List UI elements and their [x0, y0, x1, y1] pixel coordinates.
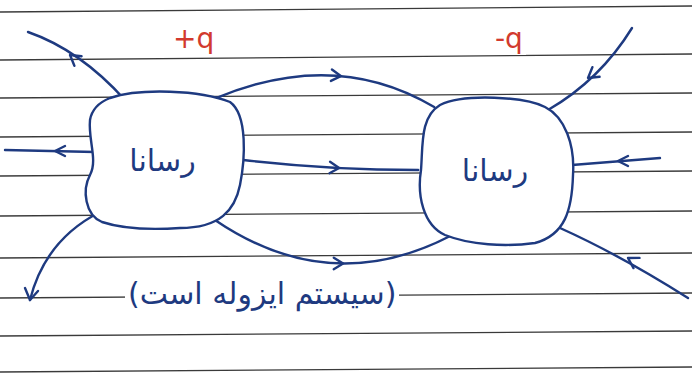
field-line — [215, 220, 450, 263]
conductor-blob: رسانا — [80, 90, 245, 230]
arrow-head — [331, 69, 341, 80]
charge-label: -q — [492, 22, 526, 55]
arrow-head — [334, 258, 343, 269]
arrow-head — [329, 162, 339, 173]
field-line — [215, 75, 434, 107]
charge-label: +q — [170, 22, 217, 55]
conductor-blob: رسانا — [415, 95, 575, 245]
node-text: رسانا — [129, 143, 195, 178]
note-text: (سیستم ایزوله است) — [125, 276, 399, 311]
node-text: رسانا — [462, 153, 528, 188]
